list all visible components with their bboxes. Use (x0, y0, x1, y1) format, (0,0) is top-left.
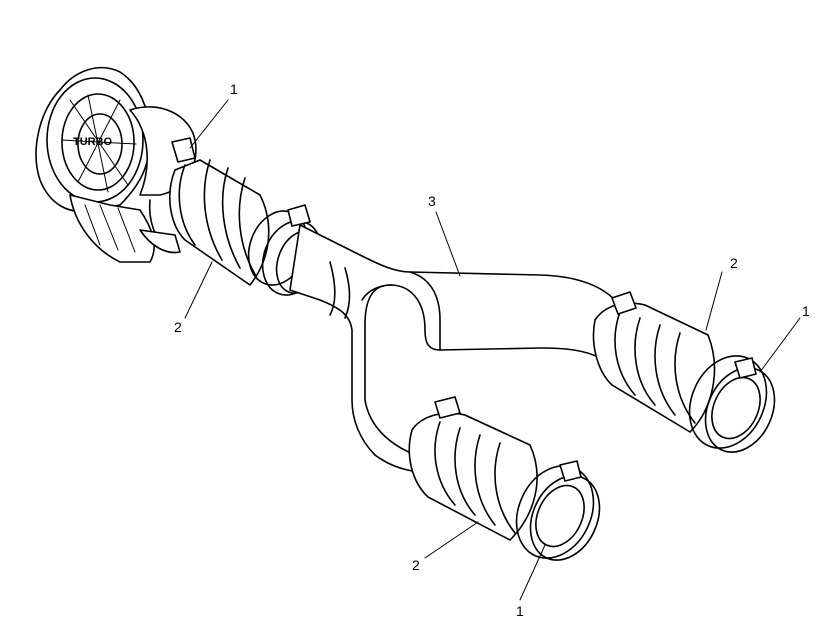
callout-coupling-right: 2 (730, 255, 738, 271)
callout-coupling-bottom: 2 (412, 557, 420, 573)
leader-clamp-right (759, 317, 801, 373)
coupling-bottom (408, 396, 601, 561)
callout-coupling-turbo: 2 (174, 319, 182, 335)
turbocharger: TURBO (35, 66, 197, 263)
leader-clamp-turbo (189, 99, 229, 149)
callout-tube-y: 3 (428, 193, 436, 209)
leader-clamp-bottom (519, 544, 546, 601)
callout-clamp-right: 1 (802, 303, 810, 319)
callouts: 1 2 3 2 1 2 1 (174, 81, 810, 619)
leader-lines (184, 99, 801, 601)
y-tube (289, 224, 631, 473)
callout-clamp-bottom: 1 (516, 603, 524, 619)
callout-clamp-turbo: 1 (230, 81, 238, 97)
leader-coupling-right (705, 271, 723, 331)
leader-tube-y (435, 211, 461, 277)
leader-coupling-turbo (184, 261, 213, 319)
coupling-right (592, 291, 776, 453)
turbo-label: TURBO (73, 136, 113, 148)
leader-coupling-bottom (424, 521, 479, 559)
